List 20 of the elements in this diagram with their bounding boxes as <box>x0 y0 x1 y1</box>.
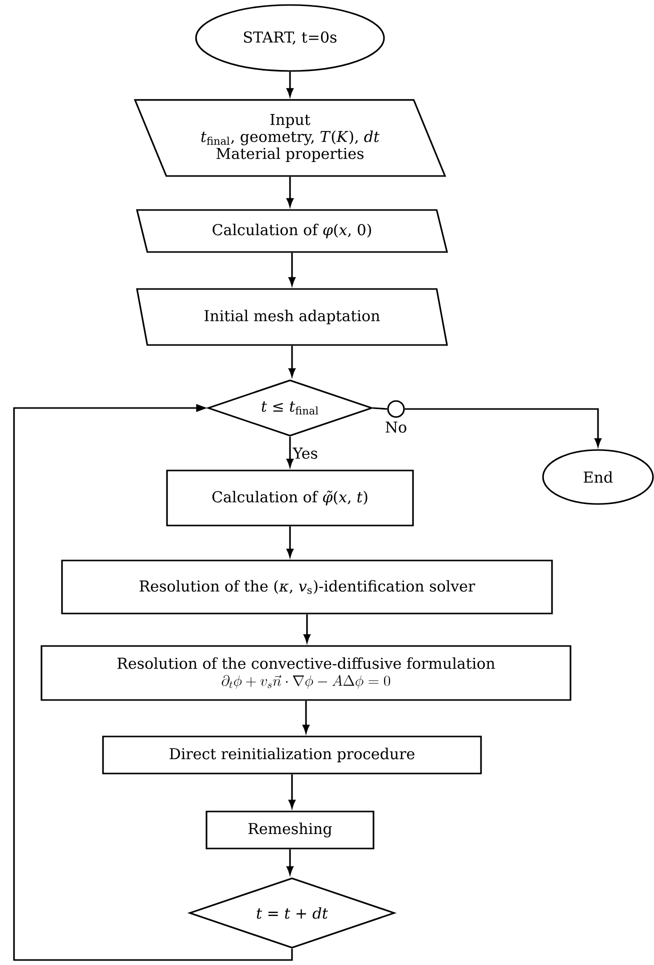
arrow <box>304 614 310 643</box>
input-parallelogram: Initial mesh adaptation <box>136 288 448 346</box>
arrow <box>288 346 296 377</box>
process-box: Calculation of φ̃(x, t) <box>166 470 414 526</box>
process-box: Resolution of the (κ, v$_{s}$)-identification solver <box>61 560 553 614</box>
arrow <box>288 252 296 286</box>
arrow <box>302 700 310 734</box>
arrow <box>288 774 296 808</box>
branch-label: No <box>386 422 406 433</box>
arrow <box>404 408 602 447</box>
edge-label: Yes <box>292 448 318 459</box>
process-box: Resolution of the convective-diffusive formulation $\partial_t \phi + v_s \vec{n} \cdot \nabla \phi - A \Delta \phi = 0$ <box>40 645 572 701</box>
arrow <box>286 176 294 207</box>
arrow <box>286 72 294 97</box>
connector-circle <box>387 400 405 418</box>
arrow <box>286 526 294 558</box>
arrow <box>286 849 294 875</box>
process-box: Direct reinitialization procedure <box>102 736 482 774</box>
process-box: Remeshing <box>206 810 374 850</box>
arrow <box>286 436 294 468</box>
